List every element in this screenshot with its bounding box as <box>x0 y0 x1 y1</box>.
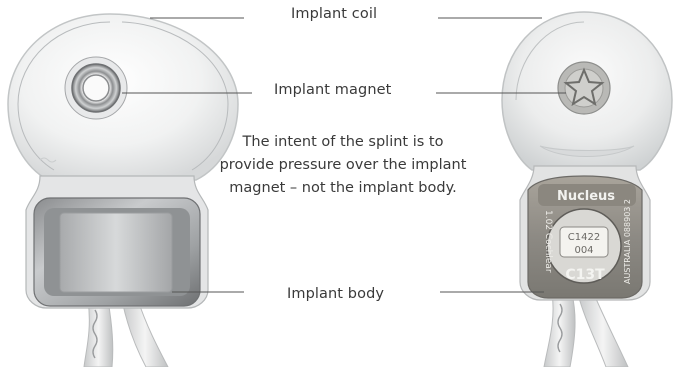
implant-coil-label: Implant coil <box>291 6 377 22</box>
chip-code: C1422 <box>568 232 600 243</box>
splint-note: The intent of the splint is to provide p… <box>196 131 490 200</box>
right-lead-2 <box>578 294 628 367</box>
right-implant: Nucleus C1422 004 C13T 1.02 Cochlear AUS… <box>502 12 672 367</box>
chip-sub: 004 <box>574 245 593 256</box>
model-label: C13T <box>565 267 605 283</box>
splint-note-line-2: provide pressure over the implant <box>196 154 490 177</box>
brand-label: Nucleus <box>557 189 615 204</box>
right-lead <box>544 294 575 367</box>
side-text-left: 1.02 Cochlear <box>543 210 553 273</box>
side-text-right: AUSTRALIA 088903 2 <box>623 199 632 284</box>
implant-magnet-label: Implant magnet <box>274 82 391 98</box>
splint-note-line-1: The intent of the splint is to <box>196 131 490 154</box>
left-implant-body <box>34 198 200 306</box>
left-implant-magnet <box>65 57 127 119</box>
splint-note-line-3: magnet – not the implant body. <box>196 177 490 200</box>
right-implant-magnet <box>558 62 610 114</box>
right-implant-body: Nucleus C1422 004 C13T 1.02 Cochlear AUS… <box>528 176 642 298</box>
left-lead-2 <box>122 300 168 367</box>
implant-body-label: Implant body <box>287 286 384 302</box>
left-lead <box>84 300 113 367</box>
